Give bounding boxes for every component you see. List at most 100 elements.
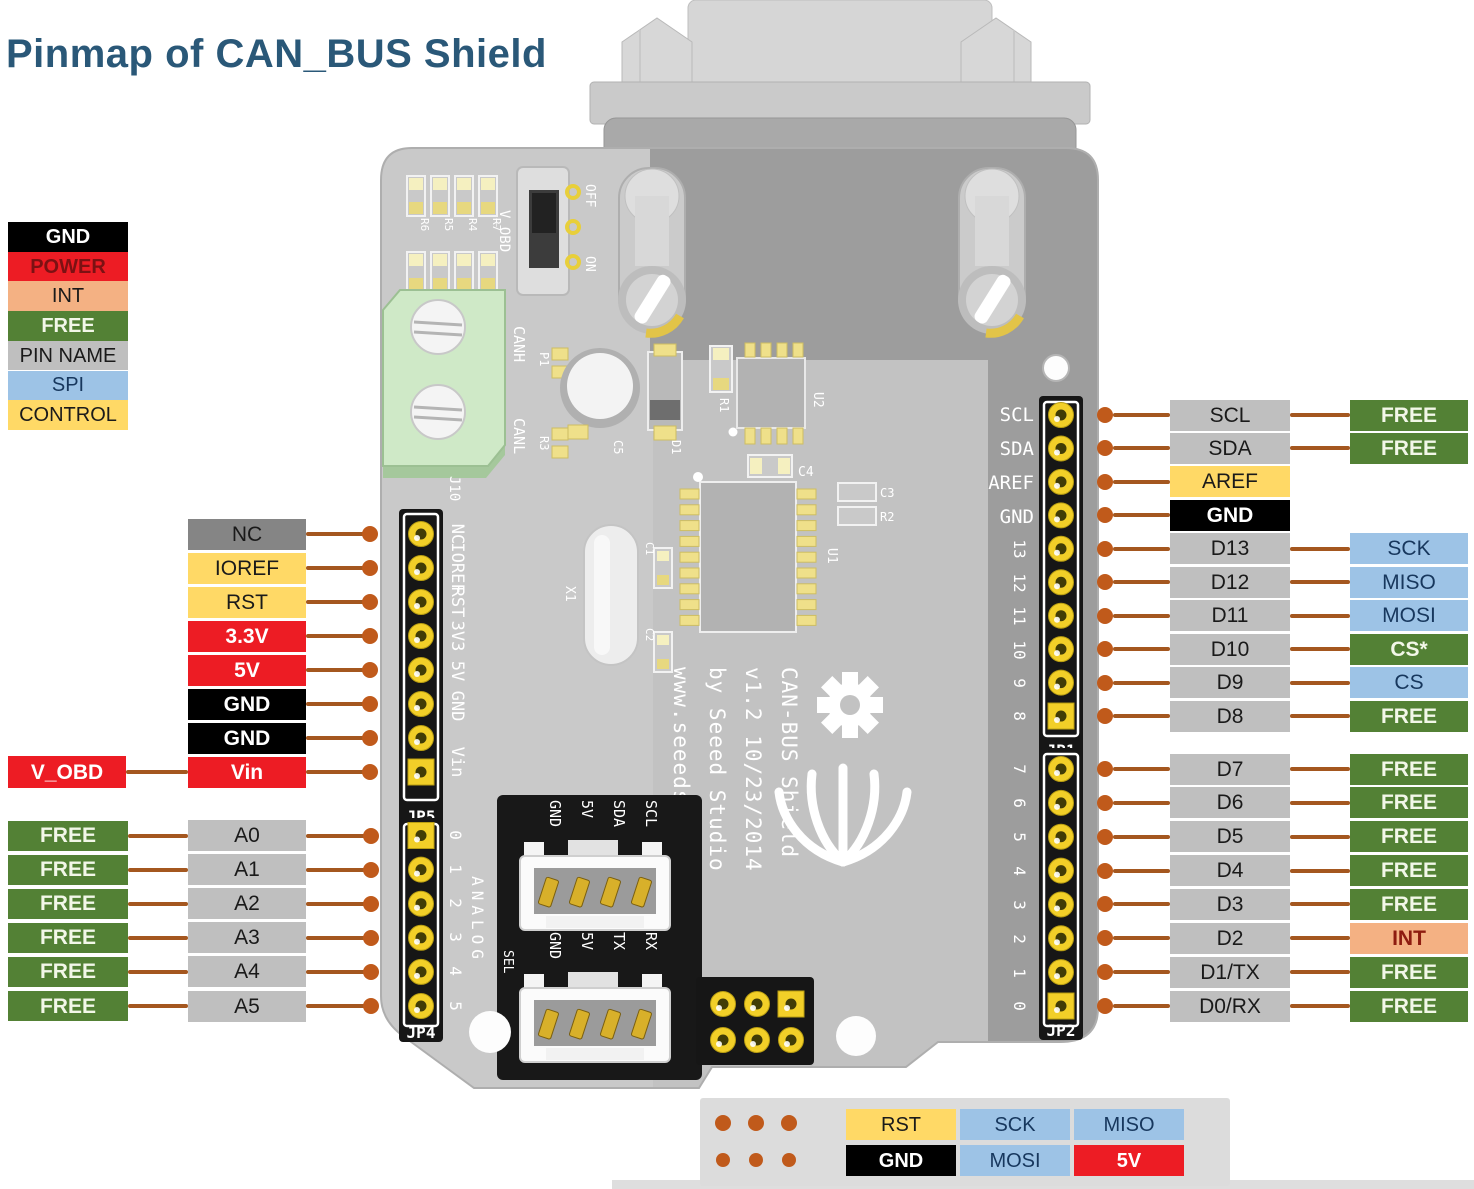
connector-line bbox=[306, 702, 366, 706]
silkscreen-c5: C5 bbox=[611, 440, 625, 454]
silkscreen-6: 6 bbox=[1010, 798, 1029, 808]
pin-name-label: D12 bbox=[1170, 566, 1290, 598]
silkscreen-off: OFF bbox=[582, 184, 597, 208]
silkscreen-r2: R2 bbox=[880, 510, 894, 524]
connector-line bbox=[1113, 834, 1170, 839]
diode-d1 bbox=[647, 343, 683, 441]
connector-line bbox=[1113, 546, 1170, 551]
icsp-header bbox=[696, 977, 814, 1065]
silkscreen-d1: D1 bbox=[669, 440, 683, 454]
pin-func-label: FREE bbox=[1350, 855, 1468, 887]
pin-name-label: A5 bbox=[188, 990, 306, 1022]
silkscreen-jp4: JP4 bbox=[407, 1023, 436, 1042]
pin-func-label: FREE bbox=[1350, 888, 1468, 920]
pin-func-label: CS* bbox=[1350, 633, 1468, 665]
silkscreen-version: v1.2 10/23/2014 bbox=[741, 667, 765, 872]
mounting-hole bbox=[469, 1011, 511, 1053]
silkscreen-11: 11 bbox=[1010, 606, 1029, 625]
pcb-outline bbox=[380, 147, 1099, 1089]
silkscreen-c4: C4 bbox=[798, 465, 814, 480]
header-jp2 bbox=[1039, 748, 1083, 1040]
pin-name-label: SCL bbox=[1170, 399, 1290, 431]
connector-dot bbox=[1097, 862, 1113, 879]
pin-name-label: D5 bbox=[1170, 821, 1290, 853]
pin-func-label: FREE bbox=[8, 854, 128, 885]
pin-name-label: A2 bbox=[188, 888, 306, 920]
connector-line bbox=[306, 770, 366, 774]
connector-dot bbox=[1097, 574, 1113, 591]
pin-name-label: D11 bbox=[1170, 600, 1290, 632]
connector-line bbox=[306, 736, 366, 740]
silkscreen-1: 1 bbox=[1010, 968, 1029, 978]
connector-dot bbox=[362, 662, 378, 678]
connector-line bbox=[1290, 1004, 1350, 1009]
jst-connector-i2c bbox=[519, 840, 671, 931]
pin-name-label: Vin bbox=[188, 756, 306, 788]
legend-item: INT bbox=[8, 281, 128, 312]
pin-func-label: INT bbox=[1350, 922, 1468, 954]
connector-line bbox=[1113, 680, 1170, 685]
jst-connector-serial bbox=[519, 972, 671, 1063]
connector-dot bbox=[362, 696, 378, 712]
silkscreen-x1: X1 bbox=[562, 586, 577, 602]
power-switch bbox=[516, 166, 581, 296]
silkscreen-byline: by Seeed Studio bbox=[705, 667, 729, 872]
pin-func-label: FREE bbox=[1350, 990, 1468, 1022]
capacitor-c1 bbox=[653, 547, 673, 589]
pin-name-label: SDA bbox=[1170, 432, 1290, 464]
connector-line bbox=[1113, 970, 1170, 975]
connector-line bbox=[128, 901, 188, 906]
pin-name-label: D1/TX bbox=[1170, 956, 1290, 988]
pin-name-label: D13 bbox=[1170, 533, 1290, 565]
connector-dot bbox=[1097, 998, 1113, 1015]
pin-func-label: FREE bbox=[1350, 821, 1468, 853]
pin-name-label: D0/RX bbox=[1170, 990, 1290, 1022]
pin-name-label: D3 bbox=[1170, 888, 1290, 920]
silkscreen-jst1-gnd: GND bbox=[546, 800, 564, 827]
silkscreen-vin: Vin bbox=[447, 747, 467, 778]
connector-dot bbox=[716, 1153, 730, 1167]
silkscreen-r7: R7 bbox=[490, 218, 503, 231]
connector-line bbox=[1290, 767, 1350, 771]
silkscreen-a4: 4 bbox=[446, 966, 465, 976]
connector-line bbox=[306, 901, 367, 906]
pin-name-label: RST bbox=[188, 586, 306, 618]
silkscreen-c1: C1 bbox=[643, 542, 656, 555]
connector-line bbox=[306, 935, 367, 940]
connector-dot bbox=[1097, 507, 1113, 524]
connector-line bbox=[306, 532, 366, 536]
connector-line bbox=[1113, 413, 1170, 417]
connector-line bbox=[1113, 647, 1170, 652]
seeed-leaf-logo bbox=[774, 763, 912, 867]
connector-line bbox=[306, 566, 366, 570]
mounting-hole bbox=[836, 1016, 876, 1056]
silkscreen-5: 5 bbox=[1010, 832, 1029, 842]
header-jp1 bbox=[1039, 396, 1083, 762]
connector-line bbox=[1113, 800, 1170, 805]
silkscreen-2: 2 bbox=[1010, 934, 1029, 944]
silkscreen-c3: C3 bbox=[880, 486, 894, 500]
connector-line bbox=[1290, 936, 1350, 941]
pin-name-label: D2 bbox=[1170, 922, 1290, 954]
silkscreen-rst: RST bbox=[447, 587, 467, 618]
silkscreen-r6: R6 bbox=[418, 218, 431, 231]
silkscreen-scl: SCL bbox=[1000, 404, 1034, 426]
silkscreen-j10: J10 bbox=[446, 476, 462, 501]
connector-dot bbox=[1097, 794, 1113, 811]
pin-name-label: GND bbox=[188, 722, 306, 754]
pin-func-label: MISO bbox=[1350, 566, 1468, 598]
silkscreen-sel: SEL bbox=[500, 950, 515, 974]
silkscreen-a5: 5 bbox=[446, 1001, 465, 1011]
pin-name-label: AREF bbox=[1170, 466, 1290, 498]
legend-item: CONTROL bbox=[8, 400, 128, 430]
connector-dot bbox=[781, 1115, 797, 1131]
silkscreen-sda: SDA bbox=[1000, 438, 1035, 460]
silkscreen-4: 4 bbox=[1010, 866, 1029, 876]
connector-line bbox=[126, 770, 188, 774]
pin-name-label: 5V bbox=[188, 654, 306, 686]
legend-item: PIN NAME bbox=[8, 340, 128, 371]
pin-func-label: CS bbox=[1350, 667, 1468, 699]
connector-line bbox=[1113, 714, 1170, 719]
resistor-r2 bbox=[837, 506, 877, 526]
